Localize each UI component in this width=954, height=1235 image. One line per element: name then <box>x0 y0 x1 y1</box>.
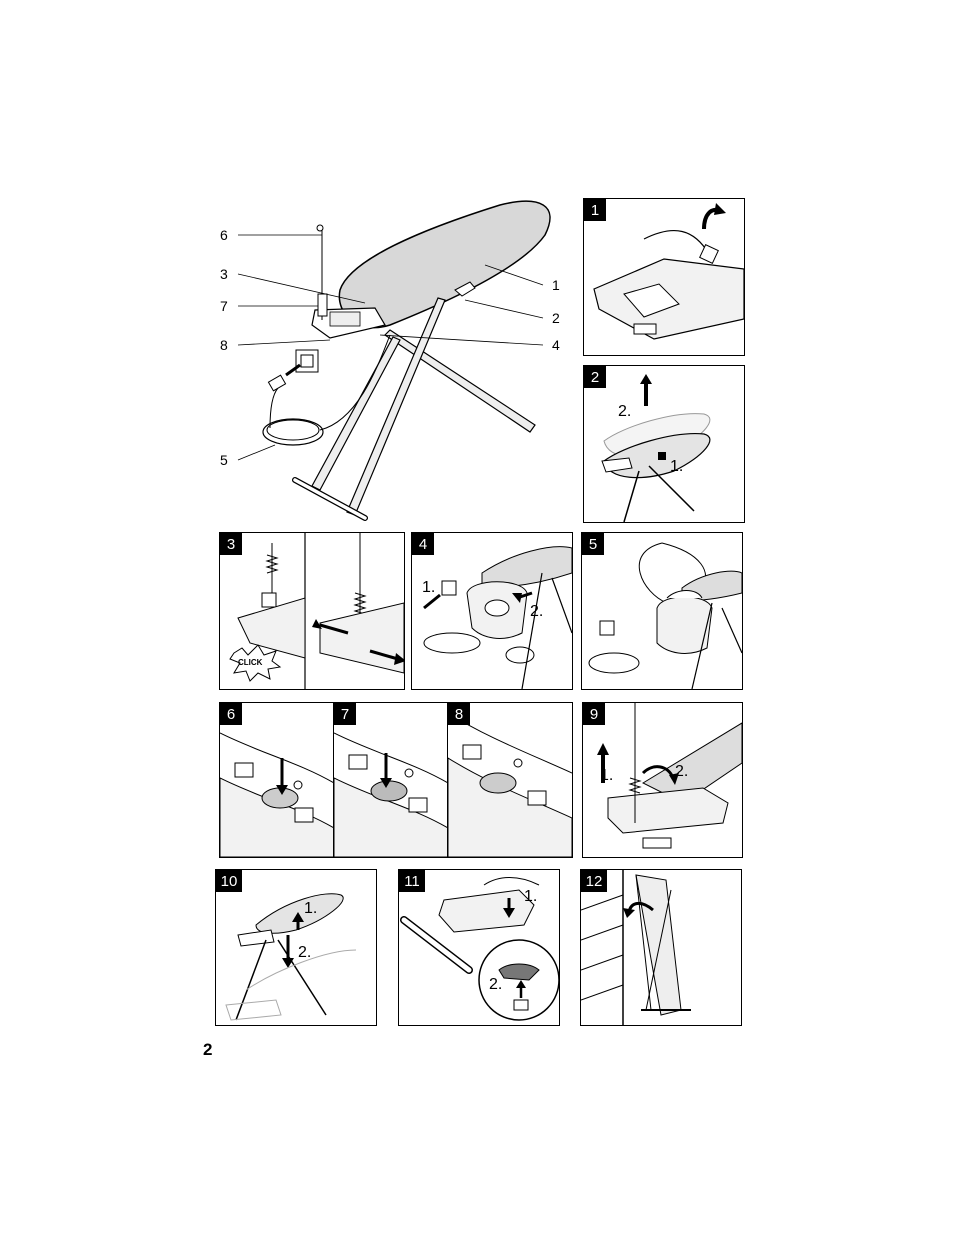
panel-8-illustration <box>448 712 572 857</box>
panel-12-illustration <box>581 870 691 1025</box>
panel-number: 4 <box>412 533 434 555</box>
callout-7: 7 <box>220 298 228 314</box>
panel-6-illustration <box>220 732 334 857</box>
panel-number: 8 <box>448 703 470 725</box>
panel-number: 7 <box>334 703 356 725</box>
panel-4: 4 1. 2. <box>411 532 573 690</box>
panel-3-illustration: CLICK <box>229 533 404 689</box>
step-label-2: 2. <box>618 403 632 420</box>
panel-11: 11 1. 2. <box>398 869 560 1026</box>
panel-number: 12 <box>581 870 607 892</box>
click-text: CLICK <box>238 658 263 667</box>
panel-9-illustration <box>597 703 742 849</box>
panel-number: 6 <box>220 703 242 725</box>
step-label-1: 1. <box>422 579 436 596</box>
panel-8: 8 <box>447 702 573 858</box>
panel-5: 5 <box>581 532 743 690</box>
panel-3: 3 CLICK <box>219 532 405 690</box>
panel-2: 2 2. 1. <box>583 365 745 523</box>
panel-number: 3 <box>220 533 242 555</box>
overview-figure: 6 3 7 8 5 1 2 4 <box>200 190 580 530</box>
panel-10: 10 1. 2. <box>215 869 377 1026</box>
step-label-2: 2. <box>298 944 312 961</box>
panel-number: 10 <box>216 870 242 892</box>
step-label-2: 2. <box>675 763 689 780</box>
ironing-board-illustration <box>237 200 551 521</box>
step-label-2: 2. <box>530 603 544 620</box>
panel-12: 12 <box>580 869 742 1026</box>
step-label-1: 1. <box>600 767 614 784</box>
step-label-1: 1. <box>304 900 318 917</box>
panel-number: 5 <box>582 533 604 555</box>
step-label-1: 1. <box>524 888 538 905</box>
panel-number: 11 <box>399 870 425 892</box>
panel-5-illustration <box>588 542 742 689</box>
callout-2: 2 <box>552 310 560 326</box>
panel-number: 2 <box>584 366 606 388</box>
callout-8: 8 <box>220 337 228 353</box>
page-number: 2 <box>203 1040 213 1059</box>
panel-2-illustration <box>601 374 711 522</box>
callout-6: 6 <box>220 227 228 243</box>
panel-9: 9 1. 2. <box>582 702 743 858</box>
callout-1: 1 <box>552 277 560 293</box>
callout-5: 5 <box>220 452 228 468</box>
panel-1-illustration <box>593 203 744 340</box>
step-label-2: 2. <box>489 976 503 993</box>
panel-7-illustration <box>334 732 448 857</box>
panel-7: 7 <box>333 702 449 858</box>
panel-6: 6 <box>219 702 335 858</box>
panel-number: 1 <box>584 199 606 221</box>
panel-number: 9 <box>583 703 605 725</box>
step-label-1: 1. <box>670 458 684 475</box>
panel-4-illustration <box>423 546 572 689</box>
callout-4: 4 <box>552 337 560 353</box>
panel-10-illustration <box>225 893 357 1021</box>
panel-1: 1 <box>583 198 745 356</box>
callout-3: 3 <box>220 266 228 282</box>
panel-11-illustration <box>400 877 559 1021</box>
